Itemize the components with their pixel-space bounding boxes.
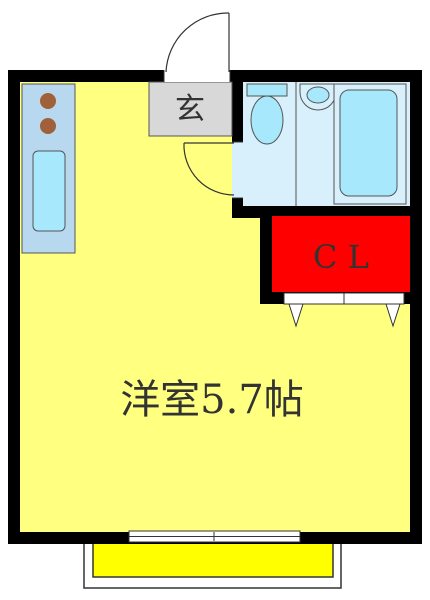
closet xyxy=(272,216,410,328)
closet-door-left xyxy=(288,303,304,328)
toilet xyxy=(246,83,288,145)
closet-door-right xyxy=(385,303,401,328)
closet-fill xyxy=(272,216,410,292)
bathroom-door-swing xyxy=(183,142,235,196)
bathroom-door-opening xyxy=(232,142,243,198)
western-room-label: 洋室5.7帖 xyxy=(120,377,304,423)
kitchen xyxy=(21,83,76,254)
stove-burner-2 xyxy=(40,118,56,134)
bathtub xyxy=(333,83,407,205)
closet-label: C L xyxy=(313,238,369,276)
balcony xyxy=(83,536,342,589)
entrance-door-swing xyxy=(165,12,230,73)
entrance-floor xyxy=(148,81,233,137)
entrance-door-opening xyxy=(164,70,230,82)
washbasin xyxy=(299,83,337,111)
entrance-label: 玄 xyxy=(175,92,205,127)
toilet-tank xyxy=(246,83,288,97)
balcony-window xyxy=(128,530,301,543)
bathtub-basin xyxy=(339,89,398,197)
toilet-bowl xyxy=(250,95,284,145)
balcony-floor xyxy=(92,540,334,578)
kitchen-sink xyxy=(32,150,66,232)
stove-burner-1 xyxy=(40,93,56,109)
